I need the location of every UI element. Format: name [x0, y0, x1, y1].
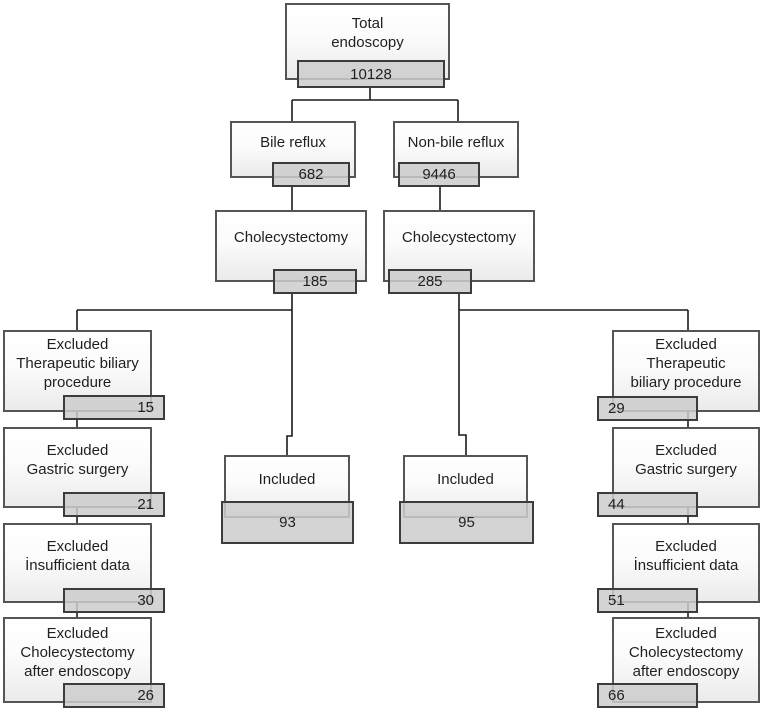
count-badge-non-bile-reflux: 9446 — [398, 162, 480, 187]
node-label: Excluded Gastric surgery — [635, 442, 737, 478]
count-badge-cholecystectomy-non-bile: 285 — [388, 269, 472, 294]
node-label: Excluded İnsufficient data — [25, 537, 130, 574]
node-label: Excluded Therapeutic biliary procedure — [16, 336, 139, 391]
node-label: Excluded Cholecystectomy after endoscopy — [628, 625, 744, 680]
node-label: Excluded Cholecystectomy after endoscopy — [20, 625, 135, 680]
node-label: Included — [258, 470, 316, 488]
count-badge-excluded-left-2: 21 — [63, 492, 165, 517]
count-badge-excluded-right-4: 66 — [597, 683, 698, 708]
count-badge-excluded-left-1: 15 — [63, 395, 165, 420]
count-badge-excluded-right-3: 51 — [597, 588, 698, 613]
count-badge-excluded-left-4: 26 — [63, 683, 165, 708]
count-badge-included-bile: 93 — [221, 501, 354, 544]
count-badge-excluded-right-1: 29 — [597, 396, 698, 421]
count-badge-excluded-right-2: 44 — [597, 492, 698, 517]
count-badge-total: 10128 — [297, 60, 445, 88]
node-label: Excluded Therapeutic biliary procedure — [630, 336, 742, 391]
connector-chole-right-down — [458, 294, 467, 455]
node-label: Bile reflux — [260, 134, 326, 151]
node-label: Included — [437, 470, 494, 488]
node-excluded-biliary-procedure-left: Excluded Therapeutic biliary procedure — [3, 330, 152, 412]
node-label: Non-bile reflux — [407, 134, 505, 151]
count-badge-cholecystectomy-bile: 185 — [273, 269, 357, 294]
count-badge-excluded-left-3: 30 — [63, 588, 165, 613]
count-badge-included-non-bile: 95 — [399, 501, 534, 544]
node-label: Excluded Gastric surgery — [26, 442, 129, 478]
node-label: Cholecystectomy — [233, 228, 349, 246]
node-label: Excluded İnsufficient data — [633, 537, 739, 574]
node-excluded-biliary-procedure-right: Excluded Therapeutic biliary procedure — [612, 330, 760, 412]
connector-chole-left-down — [286, 294, 293, 455]
count-badge-bile-reflux: 682 — [272, 162, 350, 187]
node-label: Cholecystectomy — [401, 228, 517, 246]
node-label: Total endoscopy — [331, 14, 404, 51]
